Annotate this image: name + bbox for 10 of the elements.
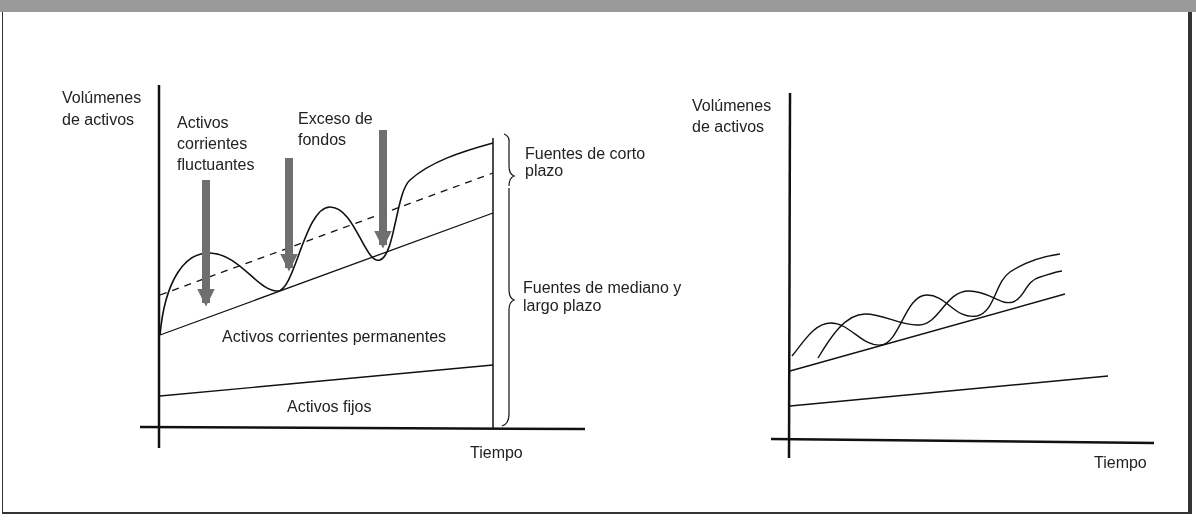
callout-text: Activos corrientes fluctuantes [177, 113, 256, 175]
chart-label: Tiempo [1094, 453, 1148, 473]
chart-label: Fuentes de corto plazo [525, 145, 647, 179]
chart-label: Volúmenes de activos [62, 88, 143, 130]
callout-text: Exceso de fondos [298, 109, 374, 150]
chart-label: Volúmenes de activos [692, 96, 773, 137]
chart-label: Fuentes de mediano y largo plazo [523, 279, 683, 315]
chart-label: Tiempo [470, 443, 524, 463]
chart-label: Activos fijos [287, 397, 373, 417]
chart-label: Activos corrientes permanentes [222, 327, 448, 347]
